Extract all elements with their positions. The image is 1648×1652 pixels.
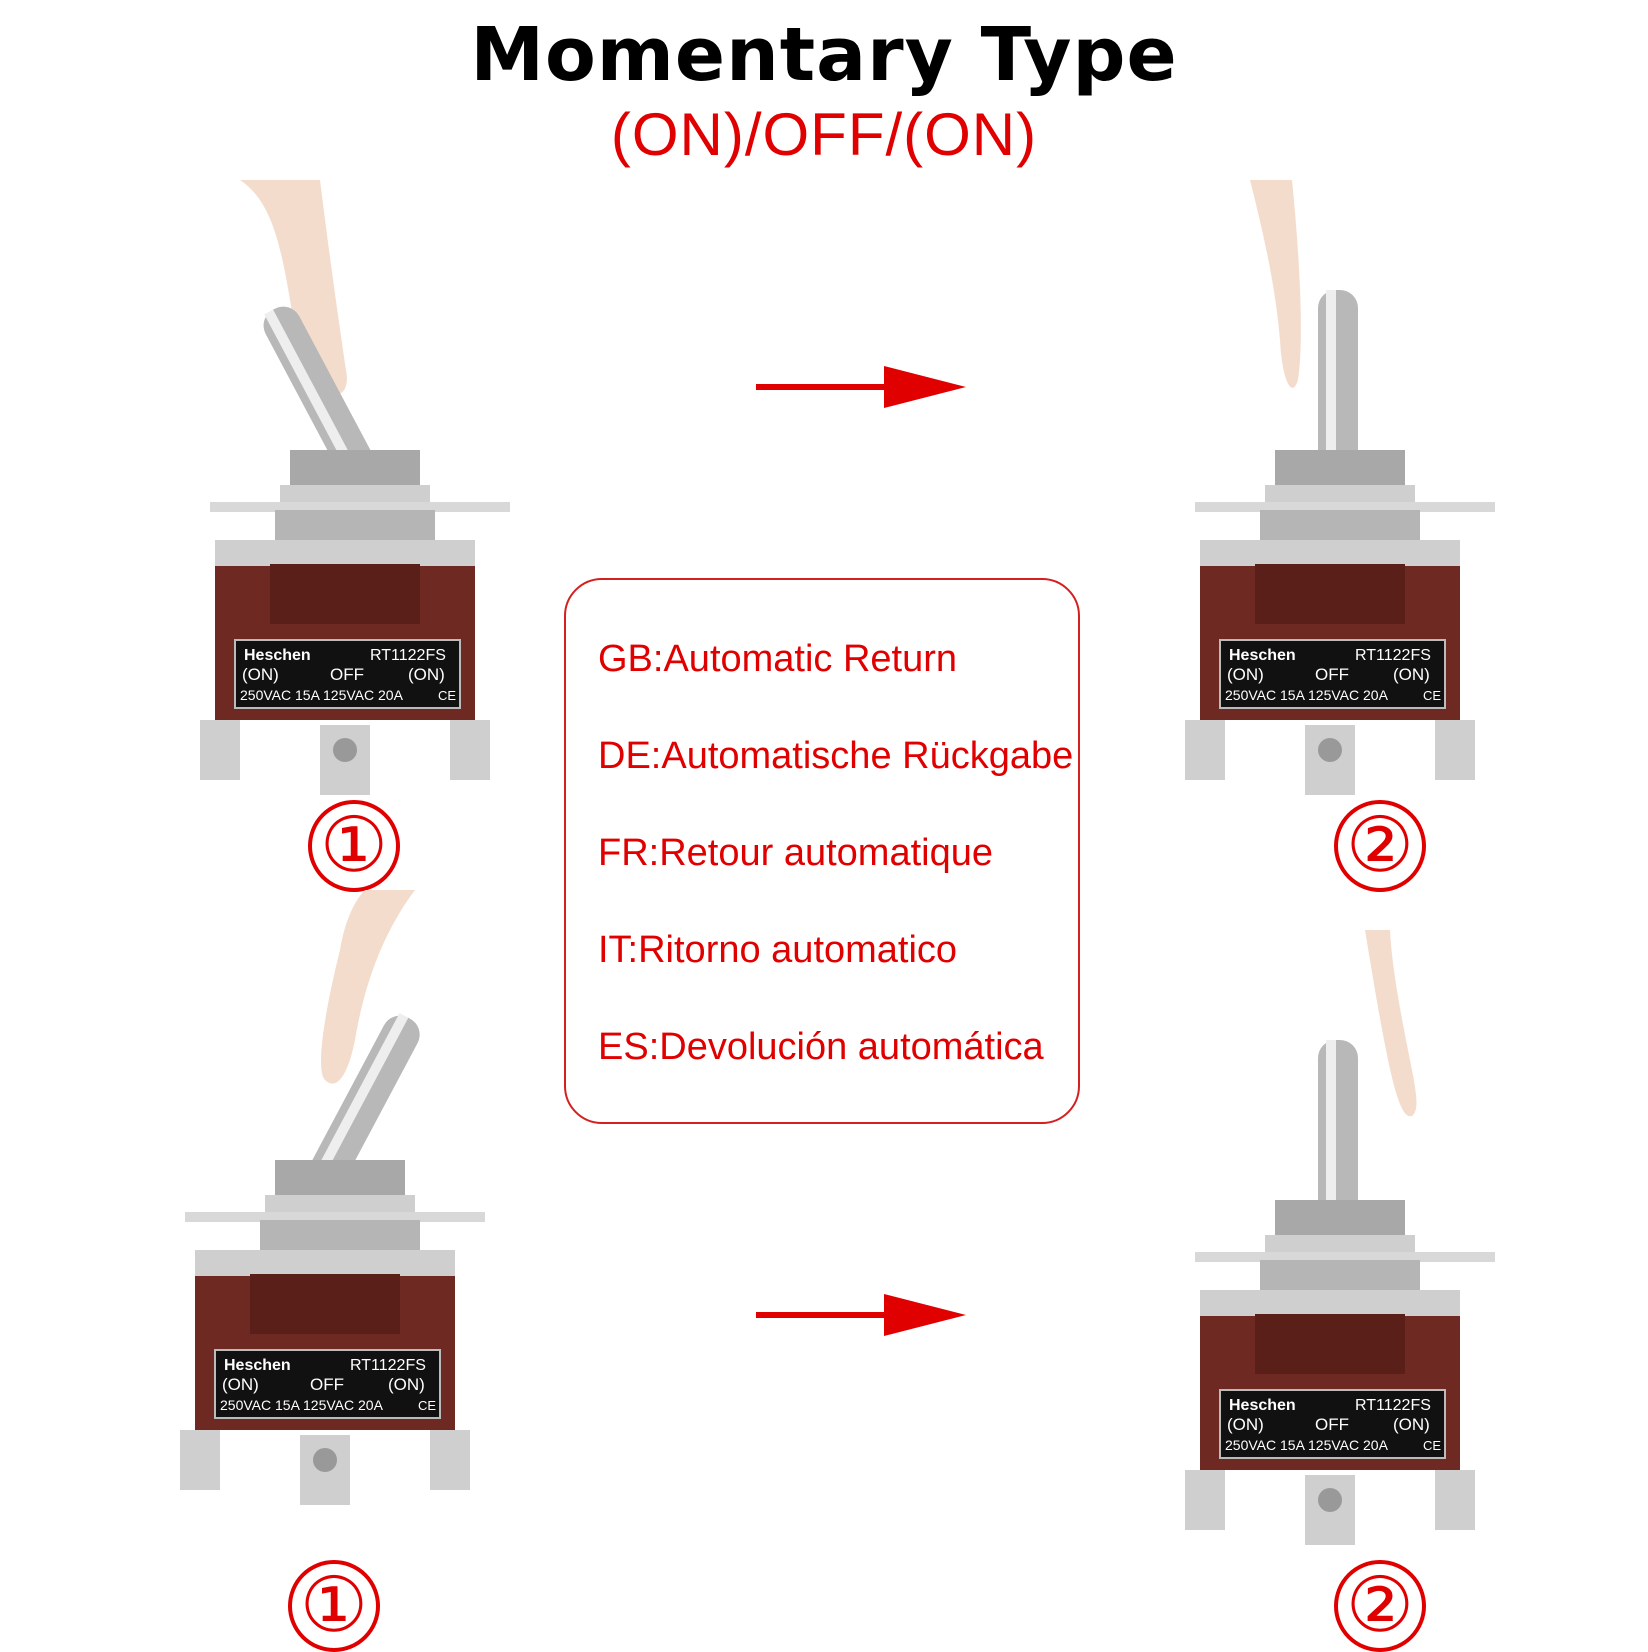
toggle-switch-tilted: Heschen RT1122FS (ON) OFF (ON) 250VAC 15… [180, 890, 485, 1505]
text-it: IT:Ritorno automatico [598, 929, 958, 971]
model-label: RT1122FS [370, 647, 446, 664]
finger-icon [1250, 180, 1301, 388]
toggle-switch-tilted: Heschen RT1122FS (ON) OFF (ON) 250VAC 15… [200, 180, 510, 795]
text-gb: GB:Automatic Return [598, 638, 958, 680]
rating-label: 250VAC 15A 125VAC 20A [1225, 687, 1389, 703]
off-label: OFF [330, 665, 364, 684]
step-two-badge: ② [1334, 1560, 1426, 1652]
rating-label: 250VAC 15A 125VAC 20A [1225, 1437, 1389, 1453]
text-fr: FR:Retour automatique [598, 832, 993, 874]
step-one-badge: ① [288, 1560, 380, 1652]
off-label: OFF [1315, 1415, 1349, 1434]
brand-label: Heschen [244, 647, 311, 664]
finger-icon [240, 180, 347, 394]
off-label: OFF [1315, 665, 1349, 684]
toggle-switch-centered: Heschen RT1122FS (ON) OFF (ON) 250VAC 15… [1185, 180, 1495, 795]
left-on-label: (ON) [242, 665, 279, 684]
page-subtitle: (ON)/OFF/(ON) [610, 101, 1038, 168]
toggle-switch-centered: Heschen RT1122FS (ON) OFF (ON) 250VAC 15… [1185, 930, 1495, 1545]
arrow-right-icon [756, 1294, 966, 1336]
brand-label: Heschen [1229, 1397, 1296, 1414]
right-on-label: (ON) [388, 1375, 425, 1394]
text-es: ES:Devolución automática [598, 1026, 1044, 1068]
brand-label: Heschen [224, 1357, 291, 1374]
step-one-badge: ① [308, 800, 400, 892]
finger-icon [1365, 930, 1417, 1117]
model-label: RT1122FS [1355, 1397, 1431, 1414]
right-on-label: (ON) [408, 665, 445, 684]
ce-mark: CE [438, 688, 456, 703]
rating-label: 250VAC 15A 125VAC 20A [220, 1397, 384, 1413]
right-on-label: (ON) [1393, 665, 1430, 684]
page-title: Momentary Type [470, 12, 1178, 98]
model-label: RT1122FS [350, 1357, 426, 1374]
arrow-right-icon [756, 366, 966, 408]
brand-label: Heschen [1229, 647, 1296, 664]
text-de: DE:Automatische Rückgabe [598, 735, 1074, 777]
left-on-label: (ON) [1227, 665, 1264, 684]
right-on-label: (ON) [1393, 1415, 1430, 1434]
ce-mark: CE [1423, 688, 1441, 703]
left-on-label: (ON) [1227, 1415, 1264, 1434]
ce-mark: CE [1423, 1438, 1441, 1453]
finger-icon [320, 890, 415, 1084]
ce-mark: CE [418, 1398, 436, 1413]
left-on-label: (ON) [222, 1375, 259, 1394]
step-two-badge: ② [1334, 800, 1426, 892]
model-label: RT1122FS [1355, 647, 1431, 664]
off-label: OFF [310, 1375, 344, 1394]
info-panel [564, 578, 1080, 1124]
rating-label: 250VAC 15A 125VAC 20A [240, 687, 404, 703]
